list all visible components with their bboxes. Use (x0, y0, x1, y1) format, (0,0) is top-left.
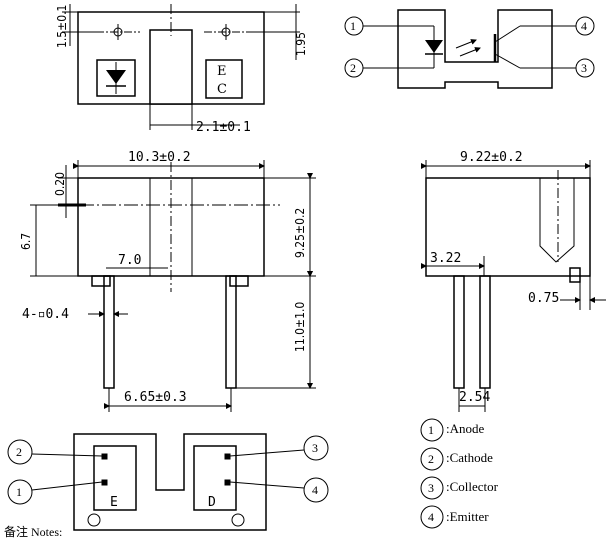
front-dim-lead: 11.0±1.0 (293, 302, 307, 352)
front-dim-pin: 4-▫0.4 (22, 307, 69, 322)
front-dim-width: 10.3±0.2 (128, 150, 191, 165)
legend-label-1: :Anode (446, 421, 485, 436)
front-dim-67: 6.7 (19, 233, 33, 250)
bottom-pin2: 2 (16, 445, 22, 459)
bottom-mark-d: D (208, 495, 216, 510)
top-view (62, 4, 300, 130)
bottom-pin4: 4 (312, 483, 318, 497)
schem-pin1: 1 (350, 19, 356, 33)
bottom-view (7, 433, 329, 531)
front-dim-height: 9.25±0.2 (293, 208, 307, 258)
front-dim-70: 7.0 (118, 253, 141, 268)
bottom-pin1: 1 (16, 485, 22, 499)
side-dim-075: 0.75 (528, 291, 559, 306)
legend-label-4: :Emitter (446, 509, 489, 524)
front-dim-pitch: 6.65±0.3 (124, 390, 187, 405)
schem-pin2: 2 (350, 61, 356, 75)
pin-legend (420, 418, 444, 529)
side-dim-322: 3.22 (430, 251, 461, 266)
side-dim-254: 2.54 (459, 390, 490, 405)
top-dim-slot: 2.1±0.1 (196, 120, 251, 135)
top-dim-left: 1.5±0.1 (55, 5, 69, 48)
legend-num-2: 2 (428, 452, 434, 466)
bottom-pin3: 3 (312, 441, 318, 455)
top-mark-e: E (217, 64, 227, 79)
top-dim-right: 1.95 (294, 32, 308, 56)
legend-label-2: :Cathode (446, 450, 493, 465)
side-view (421, 160, 606, 412)
top-mark-c: C (217, 82, 227, 97)
schem-pin4: 4 (581, 19, 587, 33)
legend-num-1: 1 (428, 423, 434, 437)
notes-label: 备注 Notes: (4, 525, 63, 539)
schematic (344, 9, 595, 89)
bottom-mark-e: E (110, 495, 118, 510)
side-dim-width: 9.22±0.2 (460, 150, 523, 165)
legend-num-3: 3 (428, 481, 434, 495)
front-view (30, 160, 316, 412)
front-dim-020: 0.20 (53, 172, 67, 196)
legend-label-3: :Collector (446, 479, 499, 494)
schem-pin3: 3 (581, 61, 587, 75)
legend-num-4: 4 (428, 510, 434, 524)
